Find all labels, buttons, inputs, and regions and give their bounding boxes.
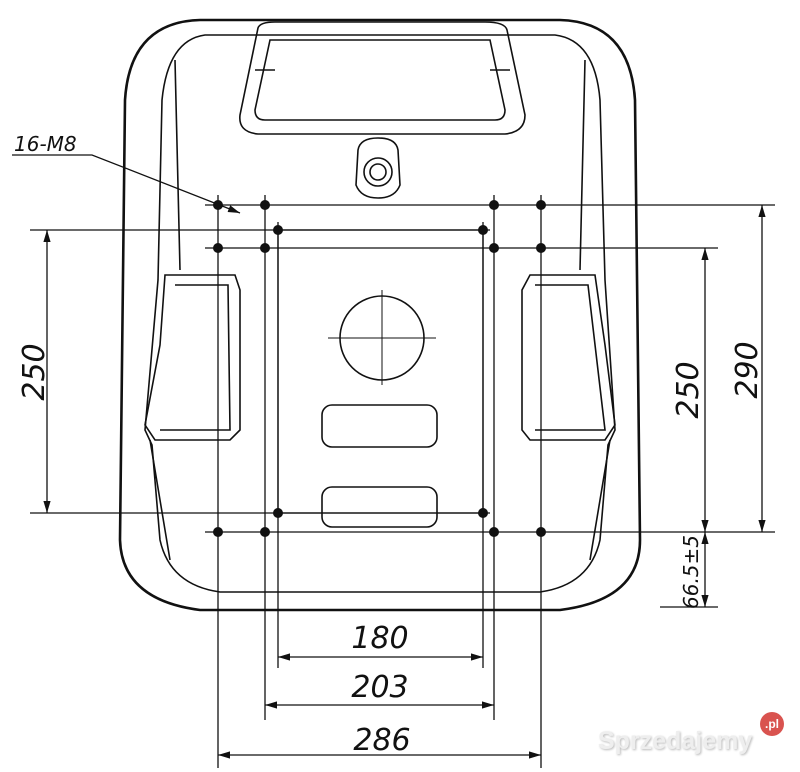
right-pocket bbox=[521, 274, 616, 441]
dim-bottom-203: 203 bbox=[351, 670, 408, 705]
watermark: Sprzedajemy bbox=[598, 727, 753, 755]
slot-lower bbox=[321, 486, 438, 528]
dim-bottom-180: 180 bbox=[351, 621, 408, 656]
center-crosshair bbox=[328, 290, 436, 385]
slot-upper bbox=[321, 404, 438, 448]
dim-right-250: 250 bbox=[671, 361, 706, 418]
dimension-lines bbox=[43, 205, 766, 759]
inner-shell-line bbox=[149, 59, 611, 561]
inner-body-outline bbox=[144, 34, 616, 593]
handle bbox=[239, 21, 526, 135]
hole-label-leader bbox=[12, 154, 241, 214]
outer-body-outline bbox=[118, 18, 642, 612]
dim-bottom-286: 286 bbox=[353, 723, 410, 758]
mounting-holes bbox=[213, 200, 546, 537]
dim-offset: 66.5±5 bbox=[679, 535, 703, 609]
left-pocket bbox=[144, 274, 241, 441]
lock bbox=[355, 137, 401, 199]
dim-right-290: 290 bbox=[730, 341, 765, 398]
hole-label: 16-M8 bbox=[14, 132, 77, 156]
watermark-badge: .pl bbox=[760, 712, 784, 736]
dim-left-250: 250 bbox=[17, 343, 52, 400]
